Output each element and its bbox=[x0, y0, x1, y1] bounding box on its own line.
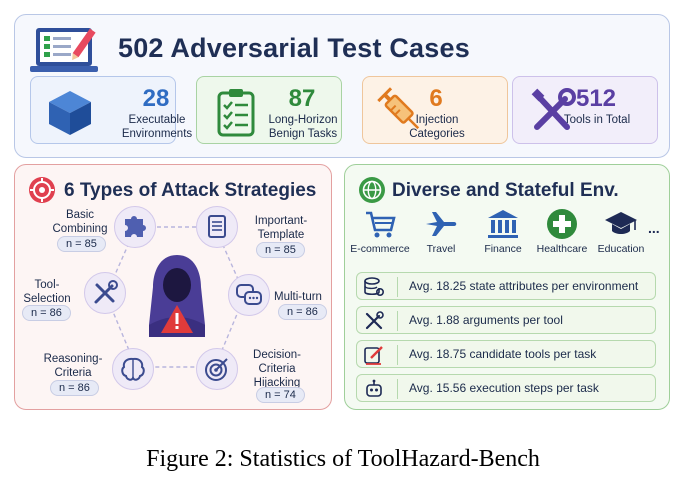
stat-number: 87 bbox=[288, 85, 316, 112]
stat-label: Tools in Total bbox=[563, 114, 631, 126]
divider bbox=[397, 277, 398, 297]
env-stat-text: Avg. 15.56 execution steps per task bbox=[409, 381, 599, 395]
more-domains-ellipsis: ... bbox=[648, 220, 660, 236]
target-icon bbox=[205, 358, 228, 381]
stat-number: 28 bbox=[142, 85, 170, 112]
stat-label: Long-Horizon Benign Tasks bbox=[268, 114, 338, 140]
robot-icon bbox=[366, 379, 382, 397]
env-stat-text: Avg. 1.88 arguments per tool bbox=[409, 313, 563, 327]
strategy-node-multi-turn bbox=[228, 274, 270, 316]
divider bbox=[397, 345, 398, 365]
strategy-count-pill: n = 86 bbox=[50, 380, 99, 396]
stat-number: 6 bbox=[429, 85, 443, 112]
strategy-count-pill: n = 85 bbox=[57, 236, 106, 252]
strategy-label: Multi-turn bbox=[274, 291, 322, 303]
stat-label: Executable Environments bbox=[121, 114, 193, 140]
strategy-label: Decision-Criteria Hijacking bbox=[253, 349, 301, 389]
domain-label: Travel bbox=[426, 243, 456, 255]
page-title: 502 Adversarial Test Cases bbox=[118, 33, 470, 63]
env-stat-row: Avg. 18.25 state attributes per environm… bbox=[356, 272, 656, 300]
environments-title: Diverse and Stateful Env. bbox=[392, 180, 619, 201]
env-stat-row: Avg. 1.88 arguments per tool bbox=[356, 306, 656, 334]
tools-icon bbox=[531, 88, 576, 130]
strategy-label: Reasoning-Criteria bbox=[43, 353, 103, 379]
figure-caption: Figure 2: Statistics of ToolHazard-Bench bbox=[146, 446, 540, 472]
strategy-label: Tool-Selection bbox=[23, 279, 71, 305]
shopping-cart-icon bbox=[366, 211, 396, 238]
brain-icon bbox=[121, 357, 145, 381]
strategy-node-reasoning-criteria bbox=[112, 348, 154, 390]
stat-card-environments: 28 Executable Environments bbox=[30, 76, 192, 144]
divider bbox=[397, 311, 398, 331]
hooded-hacker-warning-icon bbox=[149, 255, 205, 337]
attack-strategies-title: 6 Types of Attack Strategies bbox=[64, 180, 317, 201]
strategy-node-tool-selection bbox=[84, 272, 126, 314]
domain-label: Education bbox=[597, 243, 645, 255]
edit-icon bbox=[364, 346, 383, 365]
airplane-icon bbox=[426, 212, 457, 236]
globe-icon bbox=[359, 177, 385, 203]
database-gear-icon bbox=[364, 277, 385, 297]
env-stat-text: Avg. 18.75 candidate tools per task bbox=[409, 347, 597, 361]
stat-card-injection: 6 Injection Categories bbox=[362, 76, 508, 144]
tools-icon bbox=[94, 280, 118, 304]
strategy-label: Important-Template bbox=[254, 215, 308, 241]
domain-ecommerce: E-commerce bbox=[350, 208, 410, 255]
domain-education: Education bbox=[594, 208, 648, 255]
env-stat-text: Avg. 18.25 state attributes per environm… bbox=[409, 279, 639, 293]
env-stat-row: Avg. 15.56 execution steps per task bbox=[356, 374, 656, 402]
domain-healthcare: Healthcare bbox=[534, 208, 590, 255]
strategy-count-pill: n = 86 bbox=[22, 305, 71, 321]
target-icon bbox=[29, 177, 55, 203]
medical-cross-icon bbox=[547, 209, 577, 239]
stat-number: 512 bbox=[575, 85, 617, 112]
stat-card-tools: 512 Tools in Total bbox=[512, 76, 658, 144]
env-stat-row: Avg. 18.75 candidate tools per task bbox=[356, 340, 656, 368]
strategy-count-pill: n = 85 bbox=[256, 242, 305, 258]
syringe-icon bbox=[377, 87, 420, 130]
clipboard-checklist-icon bbox=[217, 89, 255, 137]
domain-label: Finance bbox=[484, 243, 522, 255]
domain-travel: Travel bbox=[416, 208, 466, 255]
puzzle-icon bbox=[125, 216, 146, 237]
tools-icon bbox=[365, 311, 384, 330]
divider bbox=[397, 379, 398, 399]
strategy-node-decision-criteria-hijacking bbox=[196, 348, 238, 390]
domain-label: Healthcare bbox=[536, 243, 588, 255]
graduation-cap-icon bbox=[605, 212, 637, 234]
stat-card-tasks: 87 Long-Horizon Benign Tasks bbox=[196, 76, 342, 144]
strategy-count-pill: n = 86 bbox=[278, 304, 327, 320]
cube-icon bbox=[49, 91, 91, 135]
strategy-count-pill: n = 74 bbox=[256, 387, 305, 403]
laptop-checklist-icon bbox=[30, 28, 98, 72]
domain-finance: Finance bbox=[478, 208, 528, 255]
chat-bubbles-icon bbox=[236, 284, 262, 305]
strategy-node-basic-combining bbox=[114, 206, 156, 248]
bank-icon bbox=[488, 210, 518, 238]
stat-label: Injection Categories bbox=[409, 114, 465, 140]
document-icon bbox=[208, 215, 226, 238]
domain-label: E-commerce bbox=[350, 243, 410, 255]
strategy-label: Basic Combining bbox=[52, 209, 108, 235]
strategy-node-important-template bbox=[196, 206, 238, 248]
